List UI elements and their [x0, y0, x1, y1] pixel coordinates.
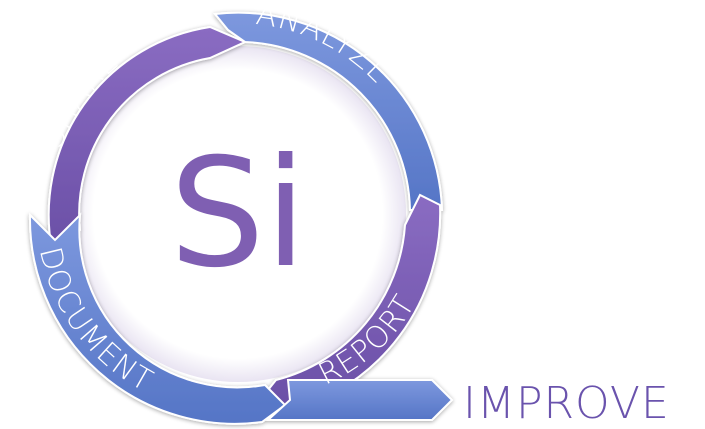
outcome-label-improve: IMPROVE: [463, 378, 670, 429]
analyze-arrow-segment: [213, 11, 444, 211]
inner-disc: [70, 46, 406, 382]
si-monogram: Si: [170, 127, 307, 301]
improve-arrow-bar: [265, 379, 454, 421]
